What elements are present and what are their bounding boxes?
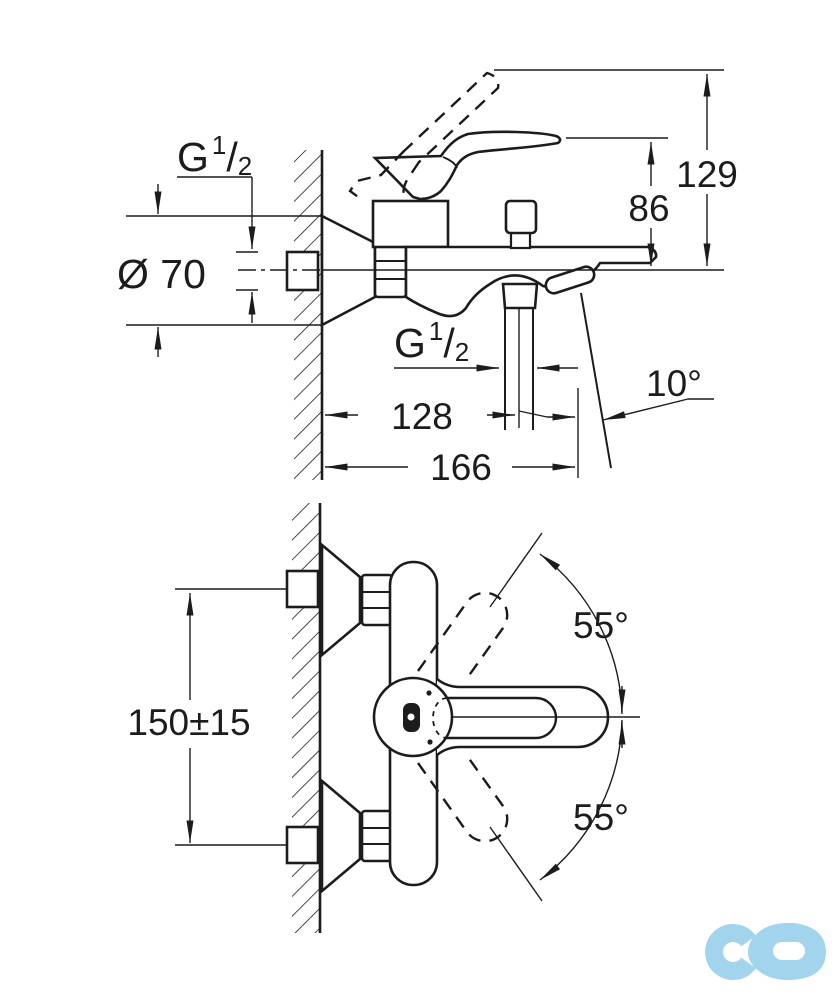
dim-leader [518, 410, 548, 418]
side-view [285, 71, 658, 480]
wall-hatching [292, 503, 320, 933]
dim-total-depth-label: 166 [430, 447, 492, 488]
ext-line [489, 826, 543, 902]
brand-watermark-logo [705, 922, 826, 981]
wall-hatching [294, 150, 322, 480]
dim-escutcheon-diameter-label: Ø 70 [117, 251, 206, 297]
top-supply-connection [285, 542, 394, 658]
logo-c-ring [705, 924, 756, 980]
front-view [285, 503, 610, 933]
logo-d-ring [748, 922, 826, 981]
shower-outlet [501, 282, 539, 430]
bottom-supply-connection [285, 778, 394, 894]
dim-swing-up-label: 55° [573, 605, 629, 646]
dim-arrow [602, 398, 689, 421]
front-view-dimensions [175, 532, 640, 902]
supply-fitting-square [285, 250, 320, 292]
dim-spout-angle-label: 10° [646, 363, 702, 404]
dim-shower-depth-label: 128 [391, 396, 453, 437]
cartridge-block [371, 199, 450, 249]
spout-axis-line [580, 292, 612, 469]
lever-markings [403, 690, 433, 745]
lever-swung-down-dashed [417, 752, 509, 843]
lever-swung-up-dashed [417, 591, 509, 682]
spout-outlet [544, 265, 596, 295]
dim-swing-down-label: 55° [573, 797, 629, 838]
lever-inner-outline [447, 696, 558, 740]
lever-neck-crease [442, 156, 458, 169]
lever-raised-dashed [348, 71, 500, 200]
diverter-knob [504, 199, 538, 250]
dim-total-height-label: 129 [676, 154, 738, 195]
ext-line [489, 532, 543, 608]
side-view-dimensions [126, 69, 724, 478]
dim-connection-centers-label: 150±15 [127, 702, 250, 743]
lever-handle [372, 130, 562, 201]
dim-body-height-label: 86 [628, 188, 669, 229]
faucet-body [404, 245, 658, 318]
